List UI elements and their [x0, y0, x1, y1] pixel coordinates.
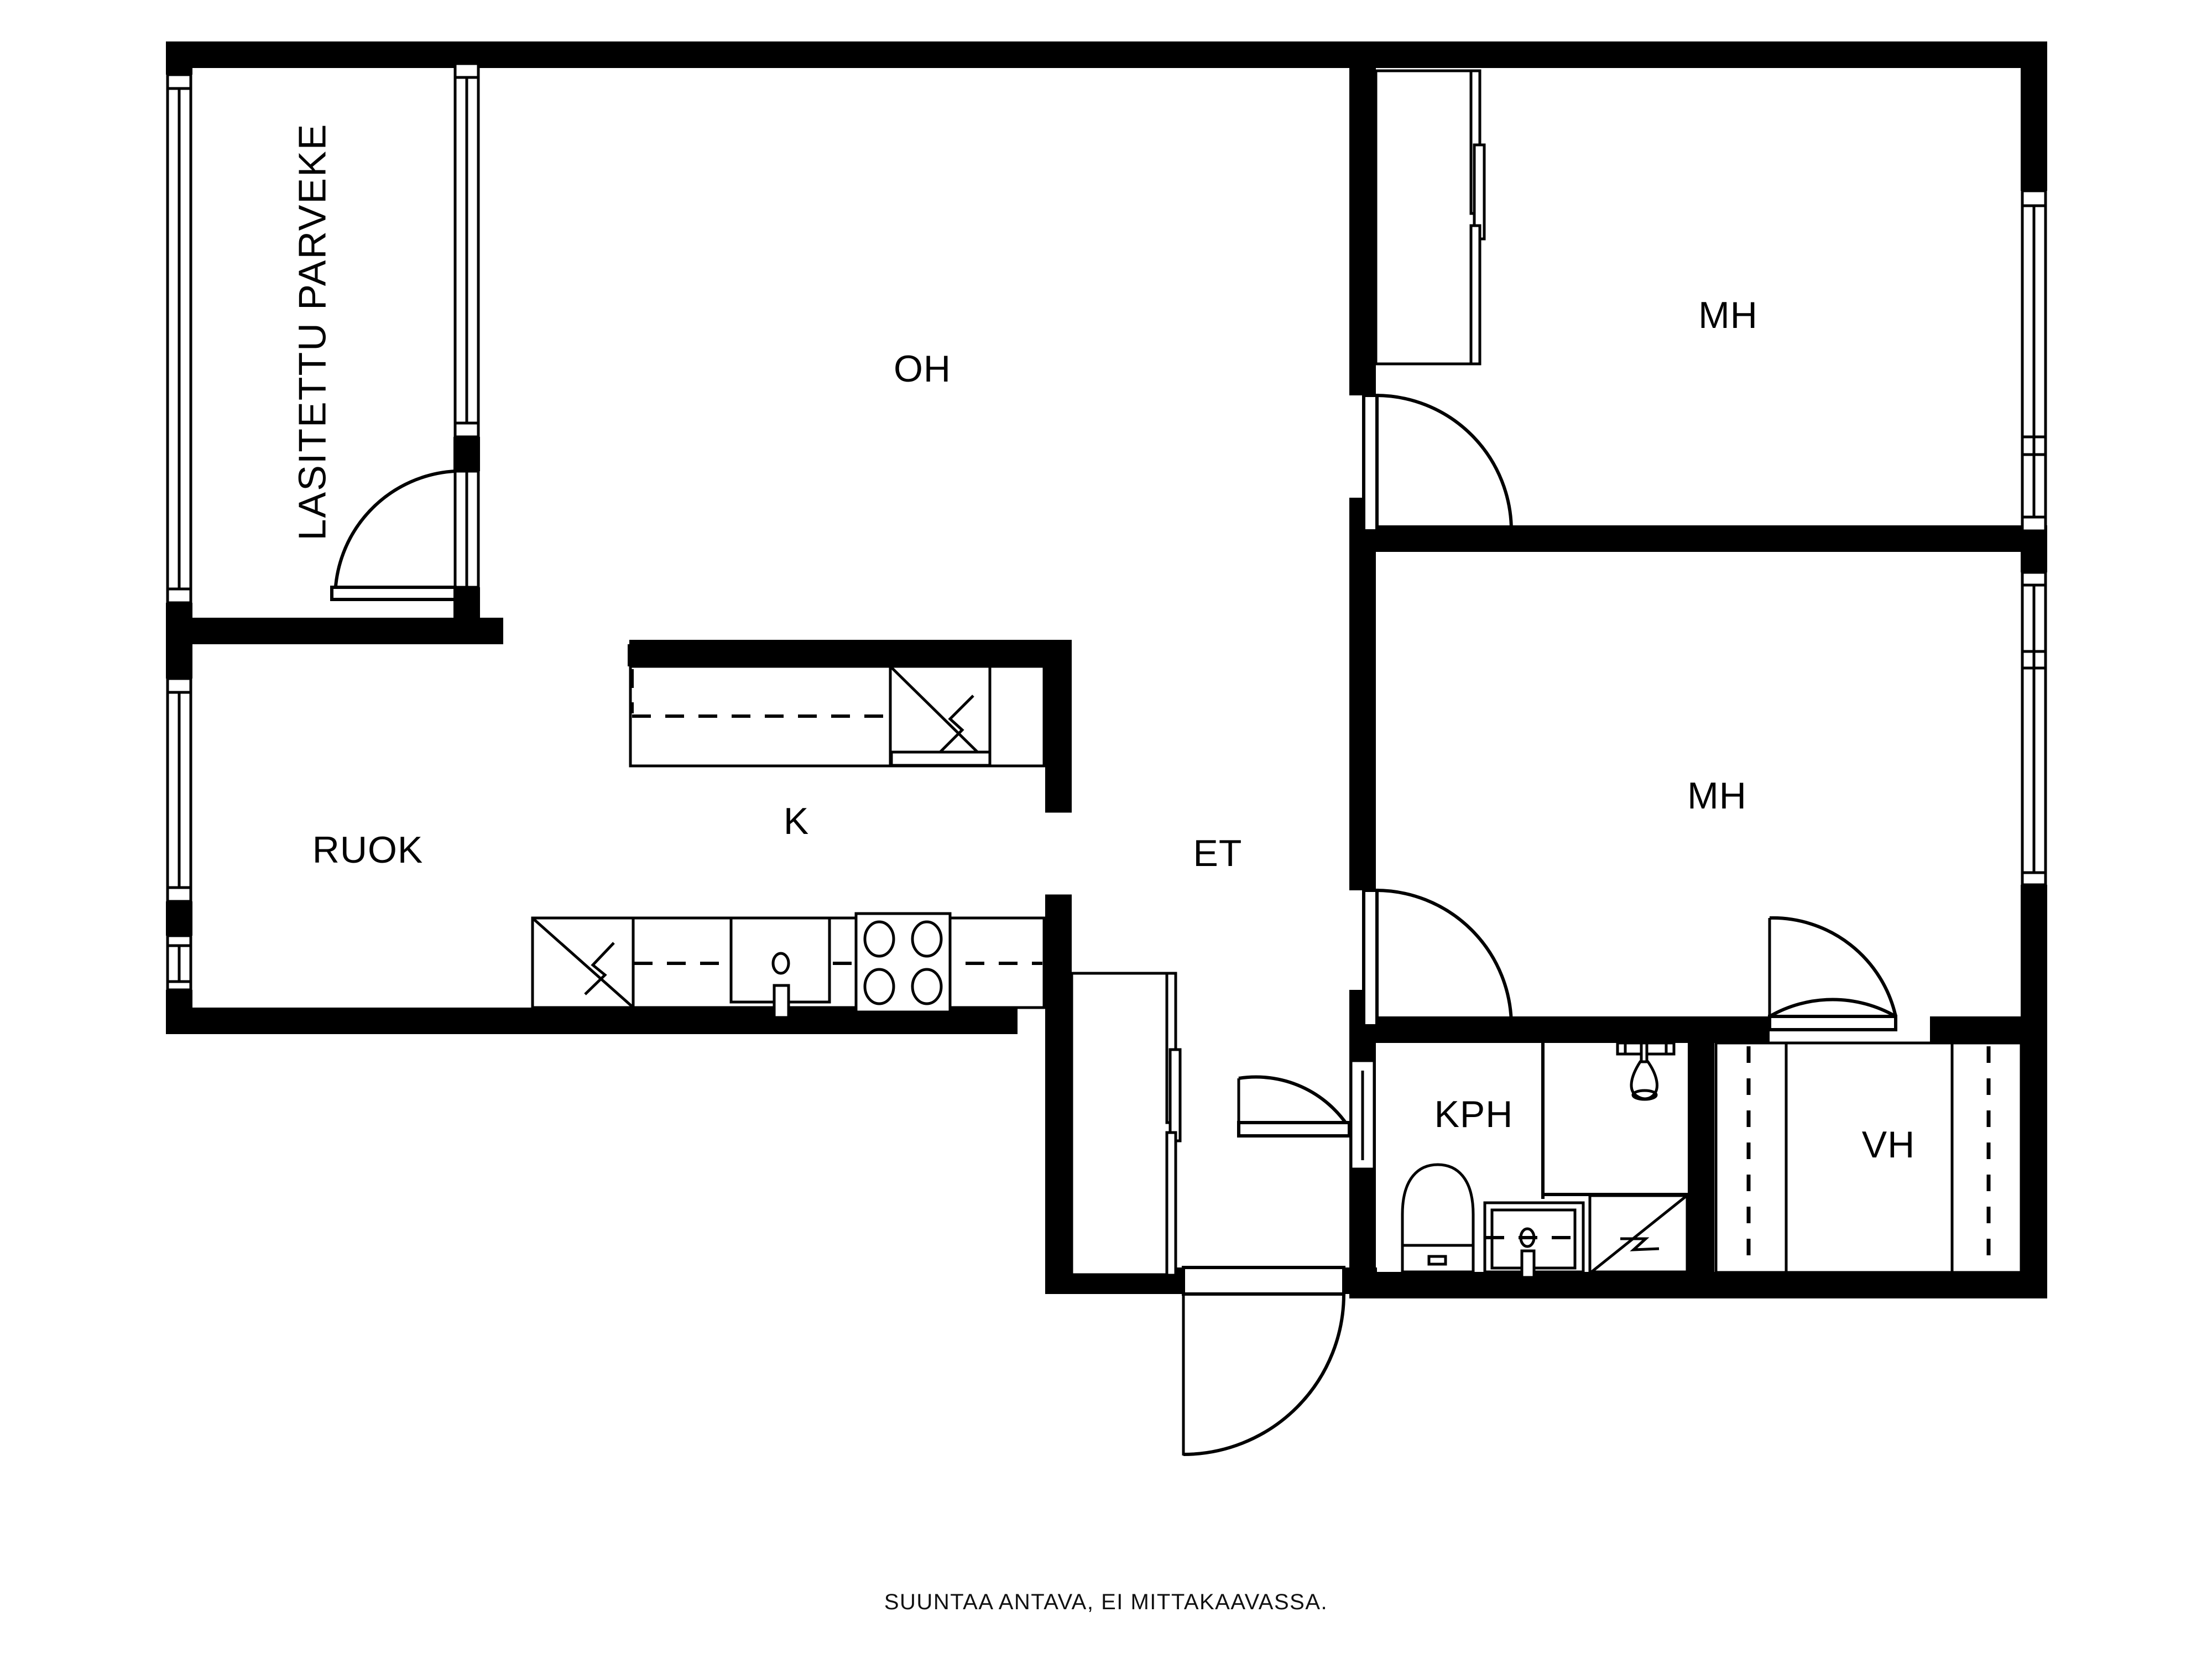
wall-balcony-west-a [166, 41, 192, 75]
room-label-bedroom2: MH [1687, 775, 1747, 817]
wall-center-vert-b [1349, 498, 1376, 890]
wall-vh-top [1930, 1016, 2047, 1043]
room-label-living: OH [894, 348, 951, 390]
wall-top-right [1349, 41, 2047, 68]
hall-wardrobe [1070, 972, 1182, 1277]
wall-east-a [2021, 41, 2047, 191]
room-label-dining: RUOK [312, 829, 423, 871]
balcony-window-left [166, 73, 192, 604]
doors-group [330, 394, 1897, 1456]
bathroom-door[interactable] [1237, 1075, 1351, 1138]
wall-east-vh [2021, 1043, 2047, 1298]
dining-window-2 [166, 934, 192, 992]
wall-kitchen-top [628, 640, 1072, 666]
wall-balcony-bottom [166, 618, 503, 644]
bath-washing-machine [1588, 1194, 1689, 1274]
room-label-hall: ET [1193, 832, 1243, 874]
room-label-bathroom: KPH [1434, 1093, 1514, 1135]
room-label-balcony: LASITETTU PARVEKE [290, 123, 333, 541]
dining-window-1 [166, 677, 192, 903]
closet-door[interactable] [1768, 916, 1897, 1031]
kitchen-upper-cabinets [629, 665, 892, 768]
entrance-door[interactable] [1182, 1266, 1345, 1456]
kitchen-fixtures [531, 665, 1046, 1019]
wall-kph-vh [1688, 1016, 1714, 1298]
bedroom2-door[interactable] [1362, 889, 1513, 1027]
opening-ruok-kitchen [503, 618, 629, 644]
bedroom1-window [2021, 189, 2047, 533]
wall-center-vert-a [1349, 41, 1376, 395]
bedroom2-window [2021, 571, 2047, 886]
kitchen-fridge [889, 665, 992, 768]
kitchen-upper-cabinet-end [988, 665, 1046, 768]
room-label-bedroom1: MH [1698, 294, 1758, 336]
bathroom-window [1349, 1059, 1376, 1171]
opening-kitchen-hall [1045, 811, 1072, 896]
plan-caption: SUUNTAA ANTAVA, EI MITTAKAAVASSA. [884, 1590, 1328, 1614]
bedroom1-wardrobe [1374, 69, 1486, 366]
wall-kitchen-lower [1045, 896, 1072, 1294]
wall-balcony-east-a [453, 41, 480, 64]
wall-west-a [166, 618, 192, 679]
bedroom1-door[interactable] [1362, 394, 1513, 533]
bath-washbasin [1483, 1201, 1585, 1279]
openings-group [503, 618, 1072, 898]
bathroom-fixtures [1401, 1041, 1689, 1279]
bath-shower-enclosure [1541, 1043, 1688, 1199]
wall-balcony-east-b [453, 437, 480, 471]
balcony-glazing-east-lower [453, 469, 480, 589]
wall-east-b [2021, 531, 2047, 572]
room-label-closet: VH [1862, 1124, 1915, 1166]
wall-west-b [166, 901, 192, 936]
room-labels: LASITETTU PARVEKE OH RUOK K ET MH MH KPH… [290, 123, 1915, 1166]
wall-kitchen-upper [1045, 640, 1072, 811]
kitchen-sink [729, 916, 831, 1019]
bath-shower [1616, 1041, 1676, 1101]
windows-group [166, 62, 2047, 1171]
closet-shelving [1714, 1041, 2023, 1274]
wall-top-left [166, 41, 1349, 68]
kitchen-stove [854, 912, 952, 1014]
kitchen-freezer [531, 916, 635, 1009]
wall-bottom-right [1349, 1272, 2047, 1298]
balcony-door[interactable] [330, 469, 457, 601]
balcony-glazing-east [453, 62, 480, 439]
room-label-kitchen: K [784, 800, 809, 842]
bath-toilet [1401, 1163, 1475, 1274]
